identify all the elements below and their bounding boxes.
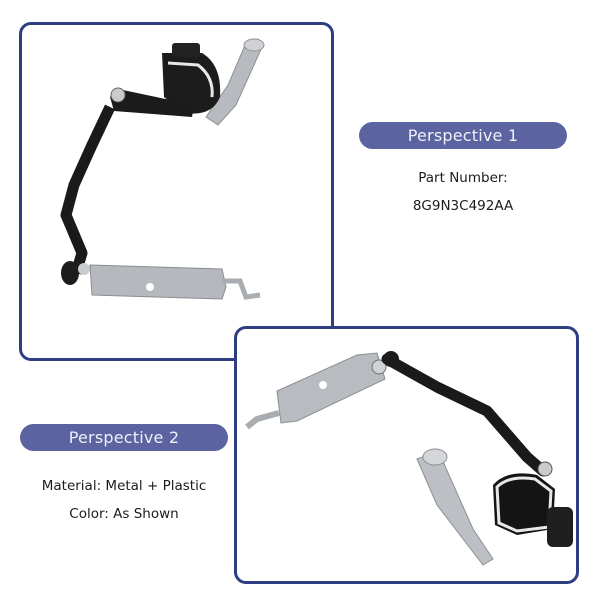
perspective-1-label: Perspective 1 bbox=[359, 122, 567, 149]
perspective-2-label: Perspective 2 bbox=[20, 424, 228, 451]
perspective-2-info: Material: Metal + Plastic Color: As Show… bbox=[20, 472, 228, 528]
sensor-product-image-1 bbox=[60, 38, 265, 300]
material-text: Material: Metal + Plastic bbox=[41, 478, 207, 494]
color-text: Color: As Shown bbox=[69, 506, 179, 522]
product-image-frame-2 bbox=[234, 326, 579, 584]
part-number-label: Part Number: bbox=[418, 170, 508, 186]
part-number-value: 8G9N3C492AA bbox=[412, 198, 514, 214]
perspective-1-info: Part Number: 8G9N3C492AA bbox=[359, 164, 567, 220]
product-image-frame-1 bbox=[19, 22, 334, 361]
sensor-product-image-2 bbox=[245, 351, 573, 566]
